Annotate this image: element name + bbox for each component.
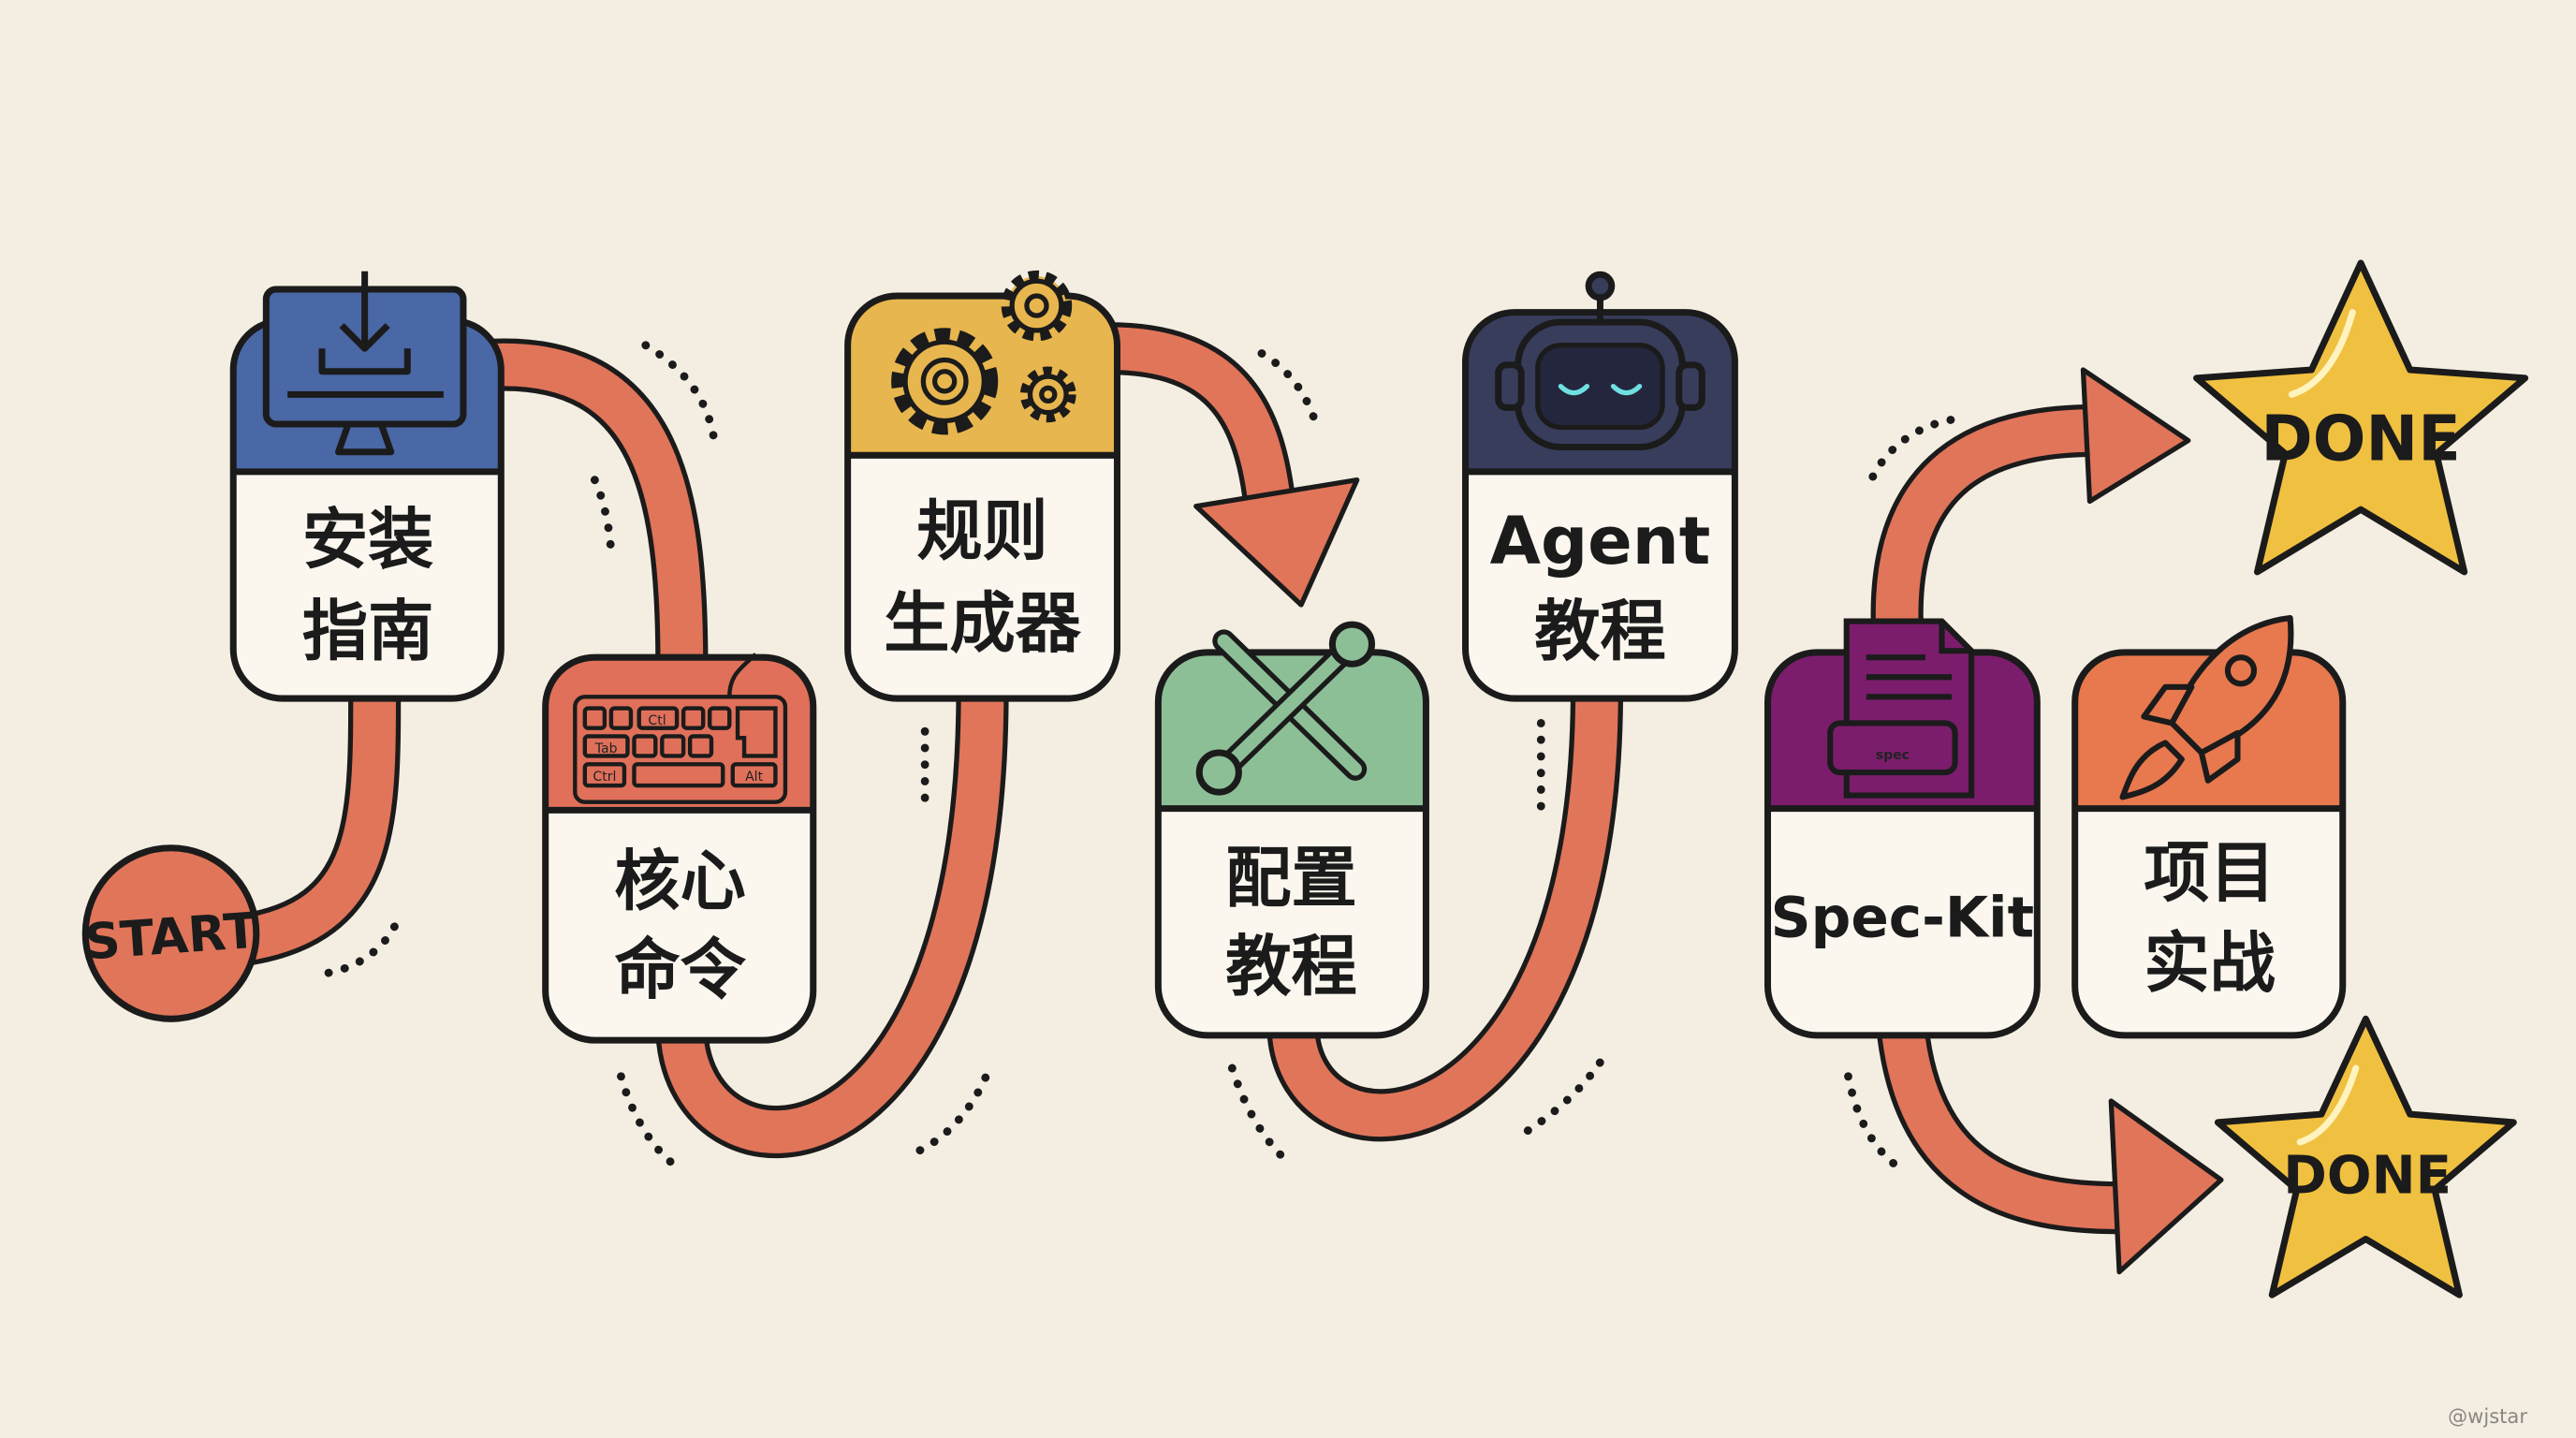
card-label-line-2: 命令 — [614, 932, 746, 1008]
monitor-download-icon — [262, 271, 467, 456]
path-spec-to-done-bottom — [1876, 1023, 2224, 1275]
card-label-line-1: 核心 — [614, 843, 745, 919]
spec-document-icon — [1827, 618, 1975, 799]
arrowhead — [1193, 477, 1360, 608]
card-install-guide[interactable]: 安装 指南 — [229, 271, 505, 702]
card-label-line-1: 项目 — [2144, 835, 2275, 912]
card-label-line-2: 实战 — [2144, 925, 2275, 1002]
dotted-motion-lines — [324, 341, 1959, 1175]
robot-icon — [1495, 271, 1705, 451]
card-label-line-1: Agent — [1490, 503, 1711, 580]
arrowhead — [2108, 1098, 2224, 1275]
key-label-tab: Tab — [594, 741, 618, 756]
spec-label: spec — [1876, 748, 1910, 763]
card-core-commands[interactable]: Ctl Tab Ctrl Alt 核心 命令 — [542, 653, 817, 1044]
tools-icon — [1195, 621, 1376, 796]
card-label-line-2: 教程 — [1225, 929, 1356, 1005]
start-node[interactable]: START — [81, 844, 260, 1022]
card-label-line-2: 教程 — [1534, 594, 1665, 670]
path-core-to-rules — [655, 690, 1009, 1159]
path-rules-to-config — [1108, 322, 1360, 608]
roadmap-paths — [238, 322, 2224, 1275]
path-install-to-core — [491, 338, 709, 666]
card-spec-kit[interactable]: spec Spec-Kit — [1764, 618, 2041, 1039]
path-start-to-install — [238, 690, 402, 966]
keyboard-icon — [573, 653, 788, 804]
card-label-line-1: 配置 — [1225, 840, 1356, 917]
path-config-to-agent — [1266, 690, 1624, 1142]
card-label-line-2: 指南 — [302, 594, 433, 670]
card-config-tutorial[interactable]: 配置 教程 — [1154, 621, 1429, 1039]
card-label-line-2: 生成器 — [884, 585, 1081, 662]
card-label-line-1: Spec-Kit — [1771, 887, 2034, 951]
key-label-alt: Alt — [745, 770, 763, 785]
rocket-icon — [2119, 614, 2294, 800]
card-agent-tutorial[interactable]: Agent 教程 — [1462, 271, 1738, 702]
key-label-top: Ctl — [648, 713, 666, 728]
card-label-line-1: 规则 — [916, 493, 1047, 570]
done-label: DONE — [2283, 1145, 2452, 1206]
gears-icon — [891, 270, 1076, 435]
done-star-bottom[interactable]: DONE — [2214, 1015, 2517, 1299]
card-project-practice[interactable]: 项目 实战 — [2071, 614, 2347, 1039]
path-spec-to-done-top — [1870, 367, 2191, 635]
card-label-line-1: 安装 — [302, 501, 433, 578]
start-label: START — [83, 902, 259, 972]
done-label: DONE — [2261, 403, 2460, 476]
key-label-ctrl: Ctrl — [593, 770, 616, 785]
done-star-top[interactable]: DONE — [2193, 259, 2529, 576]
arrowhead — [2080, 367, 2191, 505]
watermark: @wjstar — [2448, 1404, 2527, 1428]
card-rule-generator[interactable]: 规则 生成器 — [844, 270, 1120, 702]
